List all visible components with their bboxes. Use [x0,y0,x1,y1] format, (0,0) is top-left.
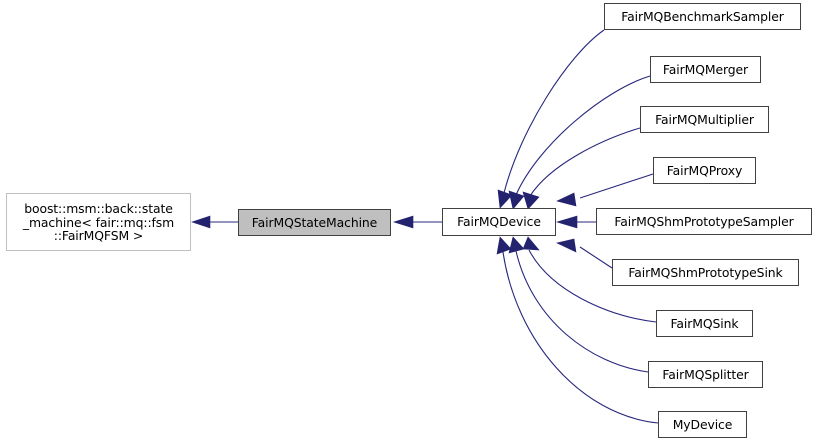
edge-merger-to-device [515,75,651,196]
graph-node-fairmq-sink[interactable]: FairMQSink [656,310,753,337]
graph-node-label: MyDevice [672,416,733,432]
graph-node-label: FairMQMultiplier [655,111,754,127]
arrowhead-device-4 [556,192,577,207]
arrowhead-device-2 [508,190,525,210]
graph-node-boost-state-machine[interactable]: boost::msm::back::state _machine< fair::… [6,193,191,251]
graph-node-label: FairMQProxy [666,162,743,178]
edge-group [191,29,659,424]
edge-shm-prototype-sink-to-device [579,246,613,269]
graph-node-label: boost::msm::back::state _machine< fair::… [22,201,175,244]
graph-node-label: FairMQDevice [457,214,541,230]
graph-node-fairmq-state-machine[interactable]: FairMQStateMachine [238,209,391,236]
graph-node-label: FairMQBenchmarkSampler [621,8,784,24]
graph-node-label: FairMQStateMachine [251,214,378,230]
arrowhead-device-5 [555,215,578,229]
graph-node-fairmq-merger[interactable]: FairMQMerger [650,56,761,83]
edge-splitter-to-device [515,250,649,373]
graph-node-label: FairMQMerger [662,61,749,77]
graph-node-fairmq-proxy[interactable]: FairMQProxy [653,157,756,184]
arrowhead-device-6 [556,238,577,253]
graph-node-label: FairMQShmPrototypeSink [628,264,783,280]
graph-node-my-device[interactable]: MyDevice [658,411,747,438]
graph-node-label: FairMQSplitter [662,366,749,382]
arrowhead-device-1 [497,189,513,209]
edge-benchmark-sampler-to-device [503,29,605,194]
graph-node-label: FairMQShmPrototypeSampler [614,213,794,229]
arrowhead-device-7 [522,236,540,251]
graph-node-fairmq-device[interactable]: FairMQDevice [442,208,556,236]
arrowhead-device-9 [496,236,512,255]
arrowhead-state-machine [393,215,414,229]
arrowhead-boost [191,215,211,229]
edge-sink-to-device [528,249,657,323]
edge-multiplier-to-device [529,127,641,197]
graph-node-fairmq-splitter[interactable]: FairMQSplitter [648,361,763,388]
graph-node-fairmq-benchmark-sampler[interactable]: FairMQBenchmarkSampler [604,3,801,30]
graph-node-label: FairMQSink [670,315,739,331]
graph-node-fairmq-shm-prototype-sampler[interactable]: FairMQShmPrototypeSampler [596,208,812,235]
edge-my-device-to-device [502,251,659,424]
graph-node-fairmq-shm-prototype-sink[interactable]: FairMQShmPrototypeSink [612,259,799,286]
graph-node-fairmq-multiplier[interactable]: FairMQMultiplier [640,106,769,133]
edge-proxy-to-device [579,173,654,199]
arrowhead-device-8 [508,236,525,254]
arrowhead-device-3 [522,191,540,210]
